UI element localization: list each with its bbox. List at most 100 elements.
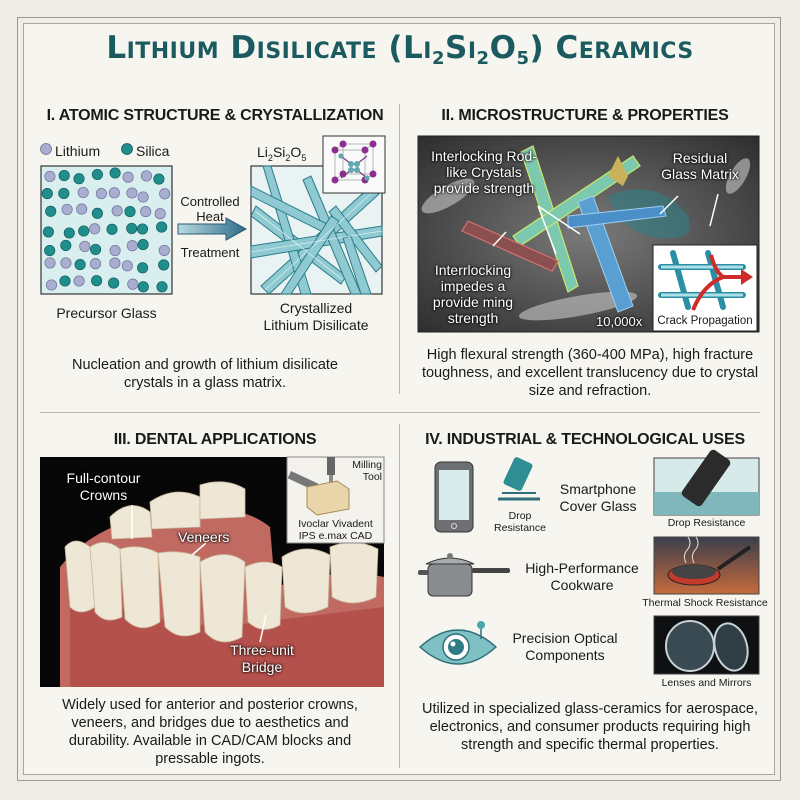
silica-atom xyxy=(158,259,170,271)
silica-atom xyxy=(91,207,103,219)
title-suffix: Ceramics xyxy=(555,30,694,66)
lithium-atom xyxy=(95,188,107,200)
lithium-atom xyxy=(121,260,133,272)
magnification-label: 10,000x xyxy=(596,314,643,329)
vertical-divider-top xyxy=(399,104,400,394)
silica-atom xyxy=(58,170,70,182)
silica-atom xyxy=(91,275,103,287)
lithium-atom xyxy=(45,279,58,291)
section-dental-heading: III. DENTAL APPLICATIONS xyxy=(113,431,317,448)
arrow-bottom-label: Treatment xyxy=(180,245,240,260)
industrial-item-optical: Precision Optical Components xyxy=(512,630,618,663)
lithium-legend-icon xyxy=(40,143,52,155)
arrow-top-label: Controlled Heat xyxy=(180,194,240,224)
lithium-atom xyxy=(61,203,73,216)
lithium-atom xyxy=(137,191,149,203)
lithium-atom xyxy=(158,244,170,256)
lithium-atom xyxy=(126,240,138,252)
lithium-atom xyxy=(108,187,120,199)
title-o: O xyxy=(489,30,517,66)
silica-atom xyxy=(74,259,86,271)
label-rod-crystals: Interlocking Rod-like Crystals provide s… xyxy=(431,148,537,196)
silica-atom xyxy=(60,239,72,251)
lithium-atom xyxy=(89,258,102,270)
industrial-item-smartphone: Smartphone Cover Glass xyxy=(559,481,637,514)
page-title: Lithium Disilicate (Li2Si2O5) Ceramics xyxy=(106,30,694,69)
crack-propagation-label: Crack Propagation xyxy=(657,315,753,327)
lithium-atom xyxy=(122,171,134,183)
lithium-atom xyxy=(73,275,85,287)
crystallized-diagram xyxy=(250,165,383,295)
section-industrial-heading: IV. INDUSTRIAL & TECHNOLOGICAL USES xyxy=(425,431,745,448)
image-drop-resistance-label: Drop Resistance xyxy=(667,517,746,529)
label-veneers: Veneers xyxy=(178,529,230,545)
crystal-formula-label: Li2Si2O5 xyxy=(257,144,307,163)
lithium-atom xyxy=(140,206,152,218)
crystallized-label-1: Crystallized xyxy=(279,300,353,316)
silica-atom xyxy=(78,225,90,237)
drop-resistance-photo xyxy=(653,449,760,516)
silica-atom xyxy=(106,223,118,235)
lithium-atom xyxy=(109,257,121,269)
silica-atom xyxy=(108,277,120,289)
section-atomic-heading: I. ATOMIC STRUCTURE & CRYSTALLIZATION xyxy=(46,107,384,124)
silica-atom xyxy=(90,243,102,255)
lithium-atom xyxy=(44,170,56,182)
outer-frame xyxy=(17,17,781,781)
silica-atom xyxy=(63,227,75,239)
title-si-sub: 2 xyxy=(476,48,490,69)
industrial-item-cookware: High-Performance Cookware xyxy=(525,560,639,593)
drop-resistance-icon xyxy=(498,457,540,501)
silica-atom xyxy=(44,245,56,257)
silica-atom xyxy=(137,281,149,293)
industrial-caption: Utilized in specialized glass-ceramics f… xyxy=(421,701,759,753)
unit-cell-inset-icon xyxy=(322,135,386,194)
lithium-atom xyxy=(77,186,89,199)
title-li: Li xyxy=(403,30,432,66)
label-crowns: Full-contour Crowns xyxy=(66,470,141,503)
lithium-atom xyxy=(140,170,152,182)
label-interlocking: Interrlocking impedes a provide ming str… xyxy=(432,262,514,326)
precursor-glass-diagram xyxy=(40,165,173,295)
section-micro-heading: II. MICROSTRUCTURE & PROPERTIES xyxy=(441,107,729,124)
dental-caption: Widely used for anterior and posterior c… xyxy=(62,697,358,767)
legend-lithium-label: Lithium xyxy=(55,143,101,159)
silica-atom xyxy=(124,206,136,218)
smartphone-icon xyxy=(434,461,474,533)
atomic-caption: Nucleation and growth of lithium disilic… xyxy=(72,357,338,391)
vertical-divider-bottom xyxy=(399,424,400,768)
silica-atom xyxy=(73,173,85,185)
icon-drop-resistance-label: Drop Resistance xyxy=(494,510,546,534)
lithium-atom xyxy=(79,240,91,252)
lithium-atom xyxy=(126,187,138,199)
milling-tool-label: Milling Tool xyxy=(352,459,382,483)
title-si: Si xyxy=(445,30,477,66)
lithium-atom xyxy=(127,278,139,290)
image-lenses-label: Lenses and Mirrors xyxy=(661,677,752,689)
dental-arch-image xyxy=(40,457,384,687)
silica-atom xyxy=(91,168,103,181)
lithium-atom xyxy=(44,257,56,269)
silica-atom xyxy=(126,222,138,234)
label-bridge: Three-unit Bridge xyxy=(230,642,294,675)
crack-propagation-inset xyxy=(652,244,758,332)
image-thermal-shock-label: Thermal Shock Resistance xyxy=(642,597,768,609)
silica-atom xyxy=(45,205,57,217)
silica-atom xyxy=(109,167,121,179)
silica-atom xyxy=(156,221,168,233)
title-o-sub: 5 xyxy=(516,48,530,69)
brand-label-1: Ivoclar Vivadent xyxy=(298,518,373,530)
label-glass-matrix: Residual Glass Matrix xyxy=(661,150,739,182)
silica-atom xyxy=(59,275,71,287)
silica-atom xyxy=(137,239,149,251)
lithium-atom xyxy=(76,203,88,215)
silica-atom xyxy=(41,188,53,200)
silica-atom xyxy=(136,223,149,235)
cookware-pot-icon xyxy=(418,553,510,597)
lenses-photo xyxy=(653,615,760,675)
lithium-atom xyxy=(159,188,171,200)
silica-legend-icon xyxy=(121,143,133,155)
title-main: Lithium Disilicate xyxy=(106,30,378,66)
thermal-shock-photo xyxy=(653,536,760,595)
silica-atom xyxy=(58,187,70,199)
